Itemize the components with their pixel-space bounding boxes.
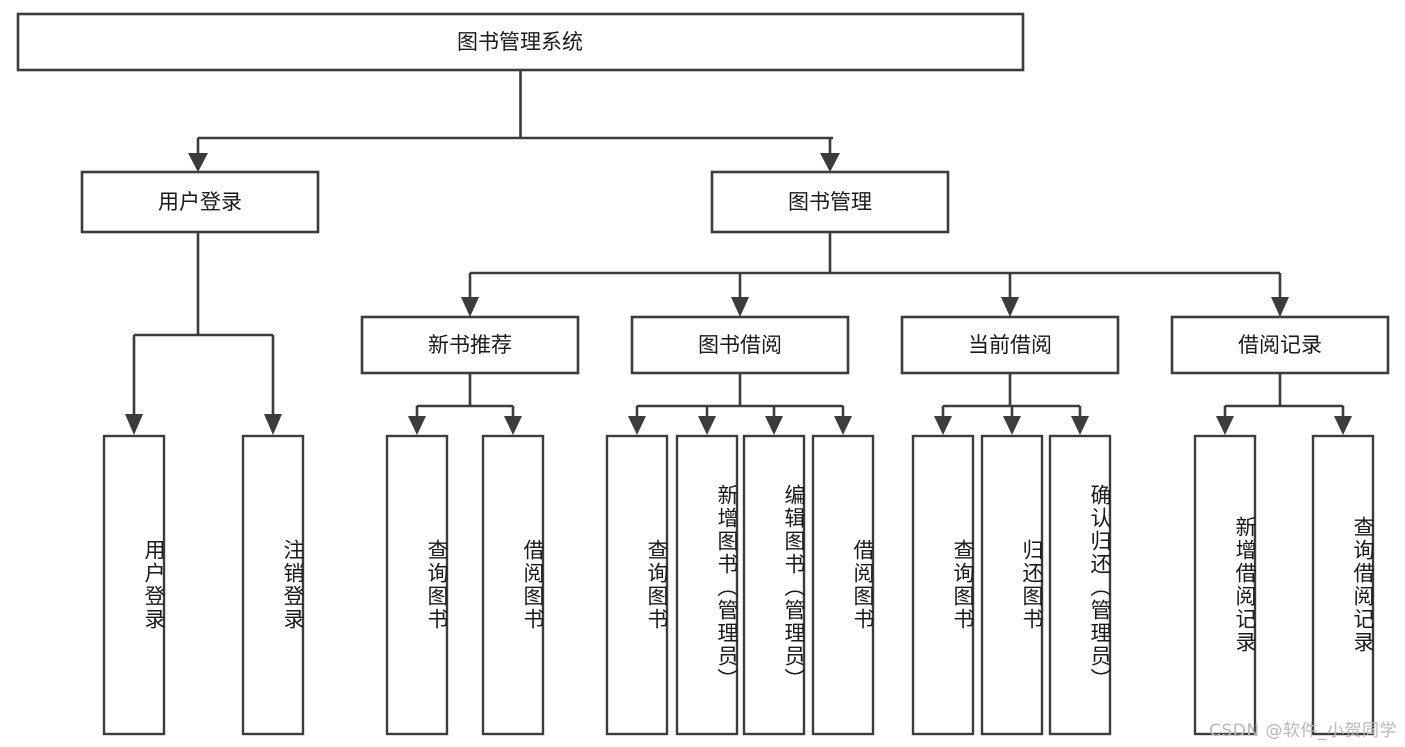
leaf-user-login-box[interactable] xyxy=(102,434,166,736)
leaf-query-record-box[interactable] xyxy=(1311,434,1375,736)
leaf-borrow-book-2-box[interactable] xyxy=(811,434,875,736)
connector-layer xyxy=(125,70,1352,435)
leaf-logout-box[interactable] xyxy=(241,434,305,736)
arrowhead-book-borrow xyxy=(731,297,749,317)
arrowhead-leaf-borrow-book-2 xyxy=(834,416,852,435)
arrowhead-leaf-query-book-1 xyxy=(408,416,426,435)
node-book-borrow-box[interactable] xyxy=(630,315,850,375)
arrowhead-leaf-add-record xyxy=(1216,416,1234,435)
leaf-edit-book-box[interactable] xyxy=(742,434,806,736)
node-current-borrow-box[interactable] xyxy=(900,315,1120,375)
node-borrow-record-box[interactable] xyxy=(1170,315,1390,375)
leaf-confirm-return-box[interactable] xyxy=(1048,434,1112,736)
arrowhead-current-borrow xyxy=(1001,297,1019,317)
csdn-watermark: CSDN @软件_小贺同学 xyxy=(1209,721,1397,741)
arrowhead-leaf-query-book-2 xyxy=(628,416,646,435)
node-root-box[interactable] xyxy=(16,12,1025,72)
node-book-borrow-label: 图书借阅 xyxy=(698,333,782,357)
arrowhead-leaf-query-record xyxy=(1334,416,1352,435)
node-borrow-record-label: 借阅记录 xyxy=(1238,333,1322,357)
arrowhead-user-login xyxy=(188,153,208,172)
leaf-query-book-3-box[interactable] xyxy=(911,434,975,736)
leaf-borrow-book-1-box[interactable] xyxy=(481,434,545,736)
arrowhead-leaf-logout xyxy=(264,414,282,435)
arrowhead-leaf-return-book xyxy=(1003,416,1021,435)
arrowhead-borrow-record xyxy=(1271,297,1289,317)
arrowhead-leaf-confirm-return xyxy=(1071,416,1089,435)
leaf-add-record-box[interactable] xyxy=(1193,434,1257,736)
leaf-add-book-box[interactable] xyxy=(675,434,739,736)
arrowhead-leaf-query-book-3 xyxy=(934,416,952,435)
node-book-manage-box[interactable] xyxy=(710,170,950,234)
arrowhead-book-manage xyxy=(820,153,840,172)
node-new-book-recommend-box[interactable] xyxy=(360,315,580,375)
leaf-query-book-2-box[interactable] xyxy=(605,434,669,736)
arrowhead-new-book xyxy=(461,297,479,317)
node-book-manage-label: 图书管理 xyxy=(788,190,872,214)
node-user-login-label: 用户登录 xyxy=(158,190,242,214)
node-current-borrow-label: 当前借阅 xyxy=(968,333,1052,357)
leaf-query-book-1-box[interactable] xyxy=(385,434,449,736)
label-layer: 图书管理系统 用户登录 图书管理 新书推荐 图书借阅 当前借阅 借阅记录 xyxy=(158,30,1322,357)
node-user-login-box[interactable] xyxy=(80,170,320,234)
arrowhead-leaf-borrow-book-1 xyxy=(504,416,522,435)
leaf-return-book-box[interactable] xyxy=(980,434,1044,736)
arrowhead-leaf-edit-book xyxy=(765,416,783,435)
arrowhead-leaf-add-book xyxy=(698,416,716,435)
node-layer xyxy=(16,12,1390,736)
node-root-label: 图书管理系统 xyxy=(457,30,583,54)
arrowhead-leaf-user-login xyxy=(125,414,143,435)
node-new-book-recommend-label: 新书推荐 xyxy=(428,333,512,357)
